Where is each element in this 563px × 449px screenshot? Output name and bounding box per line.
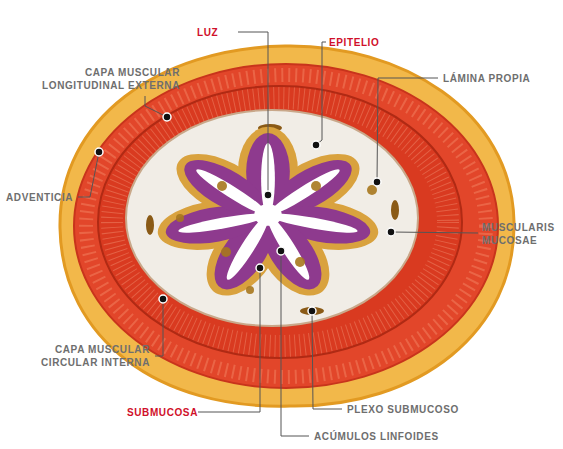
part-label: LUZ: [197, 26, 237, 39]
part-label: ADVENTICIA: [6, 191, 86, 204]
part-label: CAPA MUSCULAR LONGITUDINAL EXTERNA: [30, 66, 180, 92]
part-label: EPITELIO: [329, 36, 409, 49]
submucosal-plexus: [146, 124, 399, 315]
lymphoid-nodules: [176, 181, 377, 294]
part-label: ACÚMULOS LINFOIDES: [314, 430, 474, 443]
part-label: SUBMUCOSA: [127, 406, 207, 419]
circular-fibers: [112, 98, 448, 346]
part-label: MUSCULARIS MUCOSAE: [482, 221, 562, 247]
longitudinal-fibers: [86, 75, 486, 377]
longitudinal-muscle: [74, 64, 498, 388]
part-label: PLEXO SUBMUCOSO: [347, 403, 487, 416]
part-label: LÁMINA PROPIA: [443, 72, 558, 85]
circular-muscle: [98, 86, 462, 358]
callout-dots: [95, 113, 395, 315]
submucosa: [126, 110, 418, 326]
part-label: CAPA MUSCULAR CIRCULAR INTERNA: [20, 343, 150, 369]
leader-lines: [78, 32, 478, 436]
